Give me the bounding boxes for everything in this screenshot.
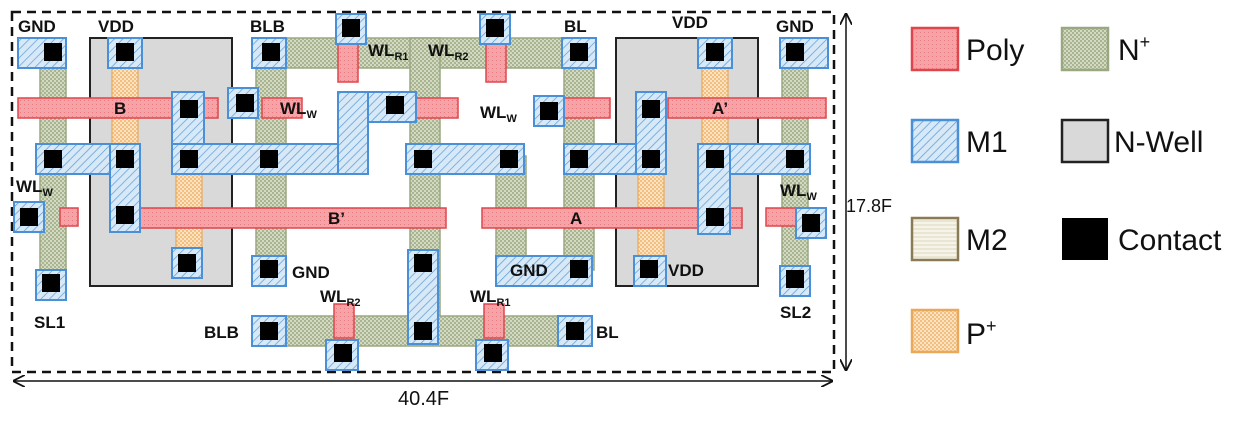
label-gnd-mid-left: GND <box>292 263 330 282</box>
legend-label-poly: Poly <box>966 34 1024 67</box>
label-vdd-top-right: VDD <box>672 13 708 32</box>
layout-labels: GND VDD BLB BL VDD GND WLR1 WLR2 WLW WLW… <box>16 13 817 342</box>
legend-item-contact: Contact <box>1062 218 1222 260</box>
label-wlw-mid-left: WLW <box>280 99 317 121</box>
legend-label-m2: M2 <box>966 224 1008 257</box>
legend-swatch-m1 <box>910 118 960 164</box>
label-sl2: SL2 <box>780 303 811 322</box>
height-dimension-label: 17.8F <box>846 196 892 216</box>
label-gnd-mid-right: GND <box>510 261 548 280</box>
legend-swatch-contact <box>1062 218 1108 260</box>
label-node-b: B <box>114 99 126 118</box>
legend-label-contact: Contact <box>1118 224 1222 257</box>
legend: Poly N+ M1 N-Well M2 Contact P+ <box>910 26 1222 354</box>
legend-swatch-nplus <box>1060 26 1110 72</box>
legend-item-poly: Poly <box>910 26 1024 72</box>
contact-layer <box>20 19 820 362</box>
legend-swatch-nwell <box>1060 118 1110 164</box>
label-node-a: A <box>570 209 582 228</box>
label-blb-bottom: BLB <box>204 323 239 342</box>
label-gnd-top-left: GND <box>18 17 56 36</box>
label-sl1: SL1 <box>34 313 65 332</box>
label-wl-r2-bottom: WLR2 <box>320 287 361 309</box>
cell-boundary <box>10 10 836 374</box>
label-blb-top: BLB <box>250 17 285 36</box>
legend-label-nwell: N-Well <box>1114 126 1203 159</box>
label-wlw-left: WLW <box>16 177 53 199</box>
legend-item-nplus: N+ <box>1060 26 1150 72</box>
legend-item-m2: M2 <box>910 216 1008 262</box>
poly-layer <box>17 39 827 339</box>
legend-label-nplus: N+ <box>1118 32 1150 67</box>
legend-item-m1: M1 <box>910 118 1008 164</box>
legend-swatch-poly <box>910 26 960 72</box>
label-node-b-prime: B’ <box>328 209 345 228</box>
legend-item-pplus: P+ <box>910 308 997 354</box>
label-wlw-mid-right: WLW <box>480 103 517 125</box>
label-wlw-right: WLW <box>780 181 817 203</box>
label-vdd-mid-right: VDD <box>668 261 704 280</box>
label-bl-top: BL <box>564 17 587 36</box>
legend-item-nwell: N-Well <box>1060 118 1203 164</box>
label-gnd-top-right: GND <box>776 17 814 36</box>
width-dimension-label: 40.4F <box>398 388 449 410</box>
legend-swatch-pplus <box>910 308 960 354</box>
legend-label-m1: M1 <box>966 126 1008 159</box>
label-node-a-prime: A’ <box>712 99 728 118</box>
label-bl-bottom: BL <box>596 323 619 342</box>
label-wl-r1-top: WLR1 <box>368 41 409 63</box>
label-wl-r2-top: WLR2 <box>428 41 469 63</box>
legend-swatch-m2 <box>910 216 960 262</box>
legend-label-pplus: P+ <box>966 316 997 351</box>
label-vdd-top-left: VDD <box>98 17 134 36</box>
label-wl-r1-bottom: WLR1 <box>470 287 511 309</box>
